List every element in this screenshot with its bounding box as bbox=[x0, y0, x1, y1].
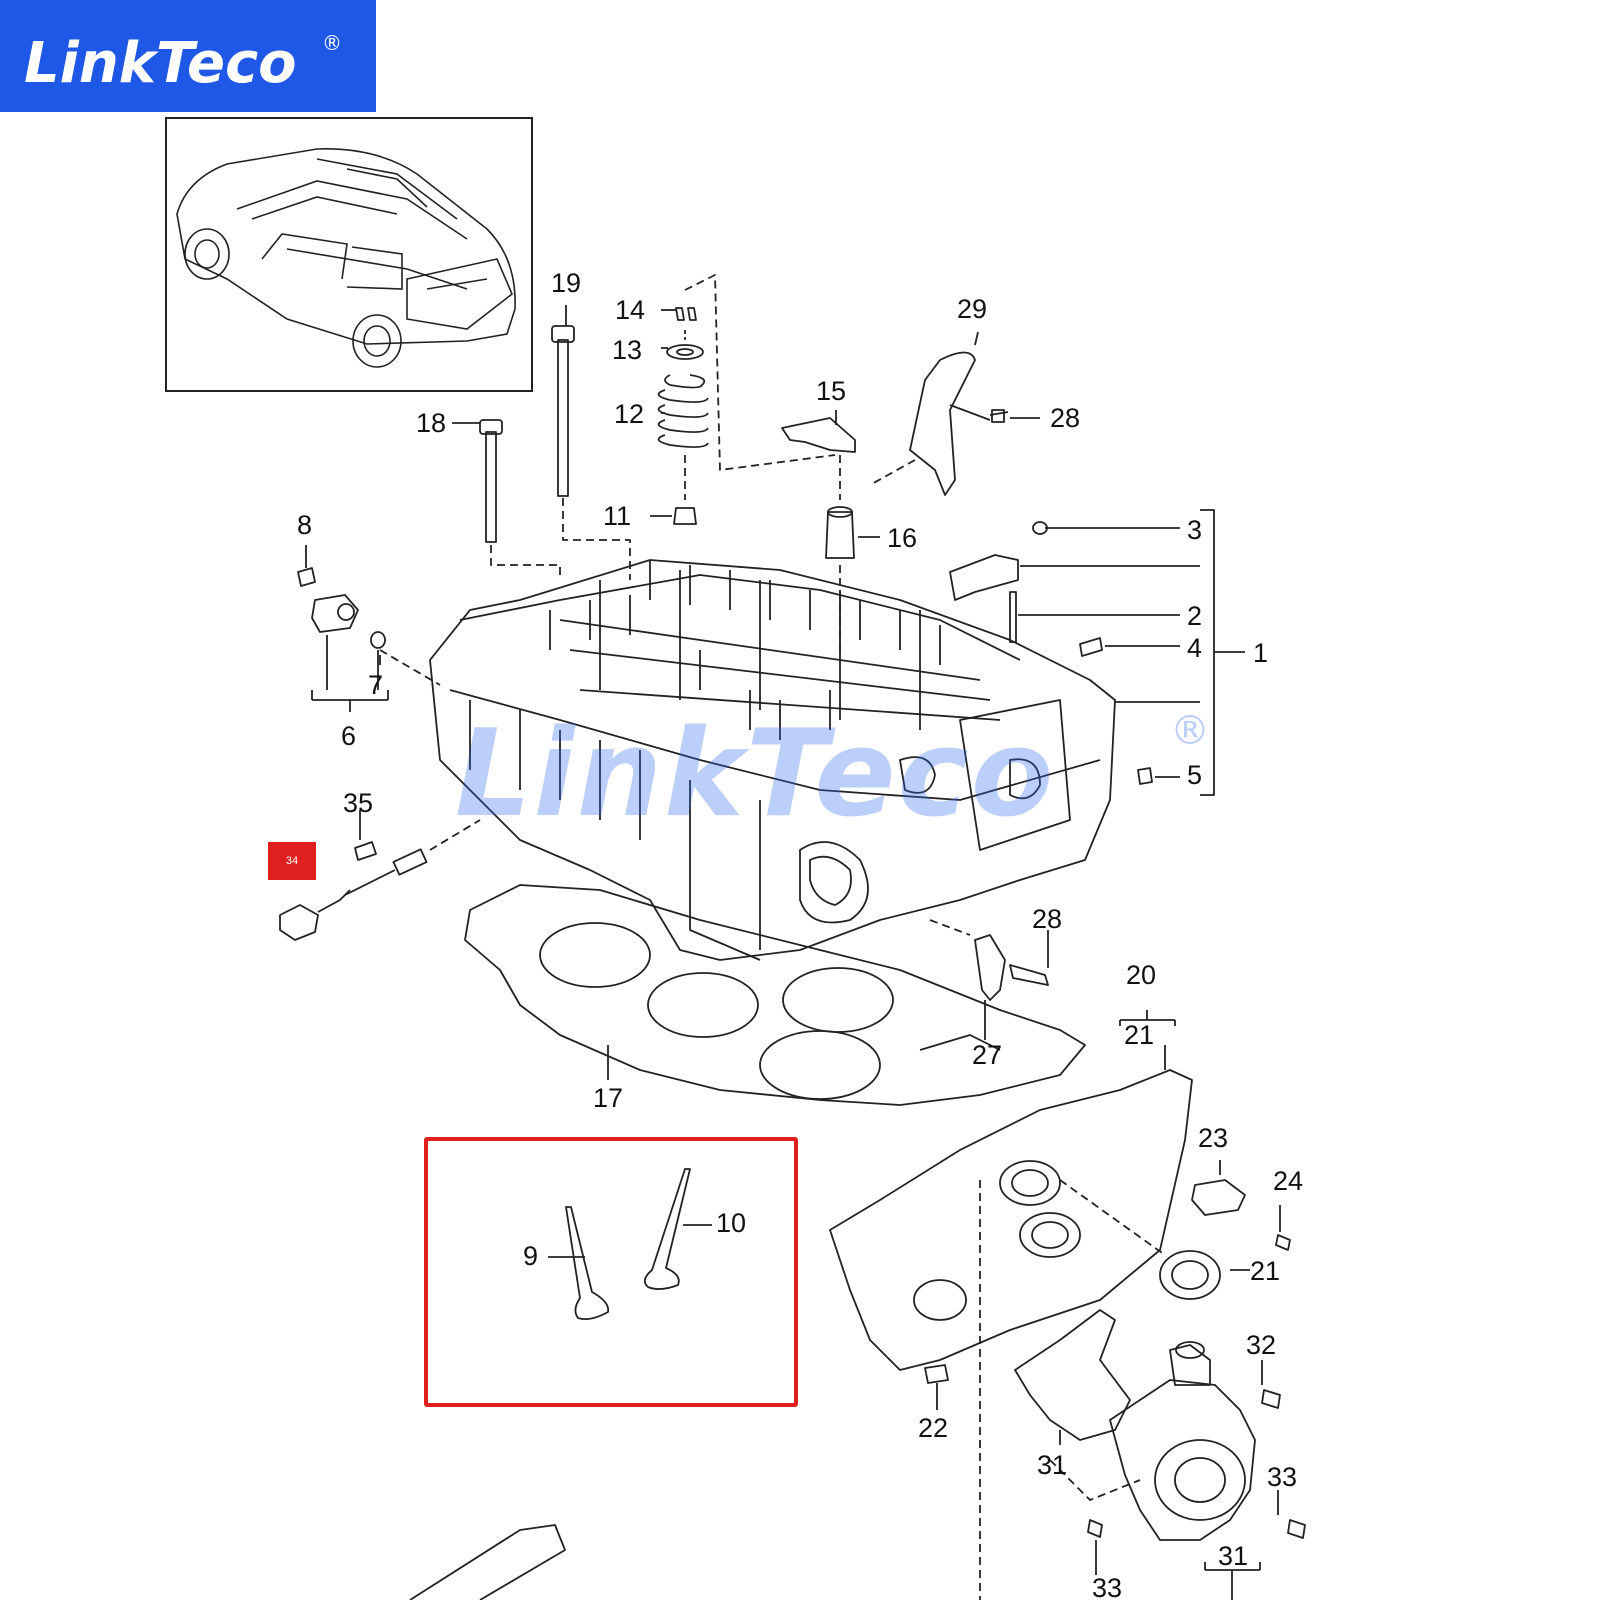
head-gasket bbox=[464, 884, 1086, 1106]
screw-32 bbox=[1261, 1389, 1281, 1409]
callout-28-upper: 28 bbox=[1050, 403, 1081, 433]
sensor-body bbox=[392, 848, 428, 876]
screw-33-right bbox=[1287, 1519, 1306, 1539]
sensor-23 bbox=[1191, 1179, 1246, 1216]
callout-8: 8 bbox=[297, 510, 313, 540]
suv-illustration bbox=[176, 148, 516, 368]
callout-22: 22 bbox=[918, 1413, 949, 1443]
callout-33-left: 33 bbox=[1092, 1573, 1123, 1600]
knock-sensor-34 bbox=[279, 904, 319, 941]
cam-bracket-3 bbox=[949, 554, 1019, 601]
callout-2: 2 bbox=[1187, 601, 1203, 631]
watermark-registered-mark: ® bbox=[1170, 708, 1210, 754]
valve-seal-11 bbox=[673, 507, 697, 525]
callout-24: 24 bbox=[1273, 1166, 1304, 1196]
callout-3: 3 bbox=[1187, 515, 1203, 545]
screw-33-left bbox=[1087, 1519, 1103, 1538]
gasket-31 bbox=[1014, 1309, 1131, 1441]
bracket-29 bbox=[909, 351, 976, 496]
callout-20: 20 bbox=[1126, 960, 1157, 990]
cylinder-head bbox=[429, 559, 1116, 961]
valves-highlight-box bbox=[424, 1137, 798, 1407]
callout-23: 23 bbox=[1198, 1123, 1229, 1153]
sensor-6 bbox=[311, 594, 359, 633]
callout-4: 4 bbox=[1187, 633, 1203, 663]
screw-8 bbox=[297, 567, 316, 587]
callout-32: 32 bbox=[1246, 1330, 1277, 1360]
callout-28-lower: 28 bbox=[1032, 904, 1063, 934]
watermark-logo: LinkTeco bbox=[455, 705, 1056, 844]
callout-10: 10 bbox=[716, 1208, 747, 1238]
svg-text:®: ® bbox=[322, 31, 342, 55]
exhaust-valve-10 bbox=[643, 1168, 691, 1290]
callout-12: 12 bbox=[614, 399, 645, 429]
callout-27: 27 bbox=[972, 1040, 1003, 1070]
screw-35 bbox=[354, 841, 377, 861]
bolt-28-lower bbox=[1009, 964, 1049, 986]
bolt-19 bbox=[557, 339, 569, 497]
bolt-18 bbox=[485, 431, 497, 543]
callout-13: 13 bbox=[612, 335, 643, 365]
valve-spring-12 bbox=[657, 374, 709, 448]
callout-14: 14 bbox=[615, 295, 646, 325]
callout-15: 15 bbox=[816, 376, 847, 406]
brand-banner: LinkTeco ® bbox=[0, 0, 376, 112]
seal-21 bbox=[1159, 1250, 1221, 1300]
valve-keeper-14 bbox=[675, 307, 697, 321]
callout-21-seal: 21 bbox=[1250, 1256, 1281, 1286]
bolt-22 bbox=[924, 1364, 949, 1384]
callout-1: 1 bbox=[1253, 638, 1269, 668]
callout-29: 29 bbox=[957, 294, 988, 324]
callout-17: 17 bbox=[593, 1083, 624, 1113]
intake-valve-9 bbox=[565, 1206, 610, 1321]
callout-6: 6 bbox=[341, 721, 357, 751]
callout-21-top: 21 bbox=[1124, 1020, 1155, 1050]
stud-2 bbox=[1009, 591, 1017, 643]
dowel-4 bbox=[1079, 637, 1103, 657]
callout-5: 5 bbox=[1187, 760, 1203, 790]
timing-cover-20 bbox=[829, 1069, 1193, 1371]
callout-16: 16 bbox=[887, 523, 918, 553]
callout-31-gasket: 31 bbox=[1037, 1450, 1068, 1480]
sealant-tube bbox=[409, 1524, 566, 1600]
part-34-tag: 34 bbox=[268, 842, 316, 880]
spring-retainer-13 bbox=[666, 344, 704, 360]
vacuum-pump bbox=[1109, 1379, 1256, 1541]
brand-logo: LinkTeco ® bbox=[24, 31, 342, 96]
callout-19: 19 bbox=[551, 268, 582, 298]
plug-5 bbox=[1137, 767, 1153, 785]
svg-text:LinkTeco: LinkTeco bbox=[24, 31, 297, 96]
bracket-27 bbox=[974, 934, 1006, 1001]
o-ring-7 bbox=[370, 631, 386, 649]
callout-35: 35 bbox=[343, 788, 374, 818]
rocker-arm-15 bbox=[781, 417, 856, 453]
screw-24 bbox=[1275, 1234, 1291, 1251]
callout-31-pump: 31 bbox=[1218, 1541, 1249, 1571]
callout-18: 18 bbox=[416, 408, 447, 438]
callout-7: 7 bbox=[368, 670, 384, 700]
callout-11: 11 bbox=[603, 501, 632, 531]
callout-33-right: 33 bbox=[1267, 1462, 1298, 1492]
callout-9: 9 bbox=[523, 1241, 539, 1271]
hydraulic-lifter-16 bbox=[825, 511, 855, 559]
vehicle-inset bbox=[165, 117, 533, 392]
